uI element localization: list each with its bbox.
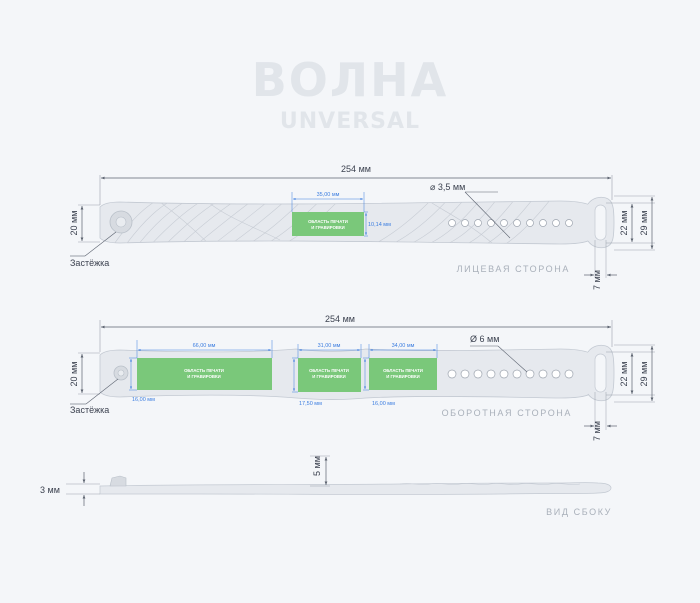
back-area-3-width-label: 34,00 мм: [392, 343, 415, 349]
front-right-outer-height-label: 29 мм: [639, 211, 649, 236]
back-hole-diameter-label: Ø 6 мм: [470, 334, 499, 344]
front-print-area: [292, 212, 364, 236]
back-hole-leader: [497, 345, 528, 373]
side-clasp-height-label: 5 мм: [312, 456, 322, 476]
front-left-height-label: 20 мм: [69, 211, 79, 236]
back-right-inner-height-label: 22 мм: [619, 362, 629, 387]
back-holes: [447, 369, 574, 379]
back-left-height-label: 20 мм: [69, 362, 79, 387]
back-area-1-height-label: 16,00 мм: [132, 397, 155, 403]
back-print-area-2-label-1: ОБЛАСТЬ ПЕЧАТИ: [309, 368, 349, 373]
back-print-area-1-label-1: ОБЛАСТЬ ПЕЧАТИ: [184, 368, 224, 373]
front-hole-diameter-label: ⌀ 3,5 мм: [430, 182, 465, 192]
front-view: 254 мм: [69, 163, 655, 290]
side-wave-edge: [399, 483, 581, 485]
front-right-inner-height-label: 22 мм: [619, 211, 629, 236]
back-area-3-height-label: 16,00 мм: [372, 401, 395, 407]
front-print-label-1: ОБЛАСТЬ ПЕЧАТИ: [308, 219, 348, 224]
back-print-area-2: [298, 358, 361, 392]
back-print-area-2-label-2: И ГРАВИРОВКИ: [312, 374, 345, 379]
side-clasp: [109, 475, 127, 487]
back-length-label: 254 мм: [325, 314, 355, 324]
back-print-area-3: [369, 358, 437, 390]
back-loop-width-label: 7 мм: [592, 421, 602, 441]
back-right-outer-height-label: 29 мм: [639, 362, 649, 387]
side-band-body: [99, 482, 612, 495]
brand-title: ВОЛНА: [252, 53, 448, 107]
brand-subtitle: UNVERSAL: [280, 109, 420, 134]
back-print-area-3-label-2: И ГРАВИРОВКИ: [386, 374, 419, 379]
front-clasp-label: Застёжка: [70, 258, 109, 268]
back-print-area-1-label-2: И ГРАВИРОВКИ: [187, 374, 220, 379]
front-print-label-2: И ГРАВИРОВКИ: [311, 225, 344, 230]
back-side-label: ОБОРОТНАЯ СТОРОНА: [442, 408, 572, 418]
front-print-height-label: 10,14 мм: [368, 222, 391, 228]
front-length-label: 254 мм: [341, 164, 371, 174]
back-view: 254 мм Ø 6 мм ОБЛАСТЬ ПЕЧАТИ И ГРАВИРОВК…: [69, 312, 655, 441]
front-holes: [448, 219, 573, 227]
back-clasp-label: Застёжка: [70, 405, 109, 415]
front-loop-width-label: 7 мм: [592, 270, 602, 290]
back-area-2-width-label: 31,00 мм: [318, 343, 341, 349]
back-area-1-width-label: 66,00 мм: [193, 343, 216, 349]
back-print-area-3-label-1: ОБЛАСТЬ ПЕЧАТИ: [383, 368, 423, 373]
side-view: 3 мм 5 мм ВИД СБОКУ: [40, 455, 612, 517]
front-hole-leader: [464, 191, 511, 239]
back-print-area-1: [137, 358, 272, 390]
side-view-label: ВИД СБОКУ: [546, 507, 612, 517]
front-side-label: ЛИЦЕВАЯ СТОРОНА: [457, 264, 570, 274]
side-thickness-label: 3 мм: [40, 485, 60, 495]
front-print-width-label: 35,00 мм: [317, 192, 340, 198]
back-area-2-height-label: 17,50 мм: [299, 401, 322, 407]
